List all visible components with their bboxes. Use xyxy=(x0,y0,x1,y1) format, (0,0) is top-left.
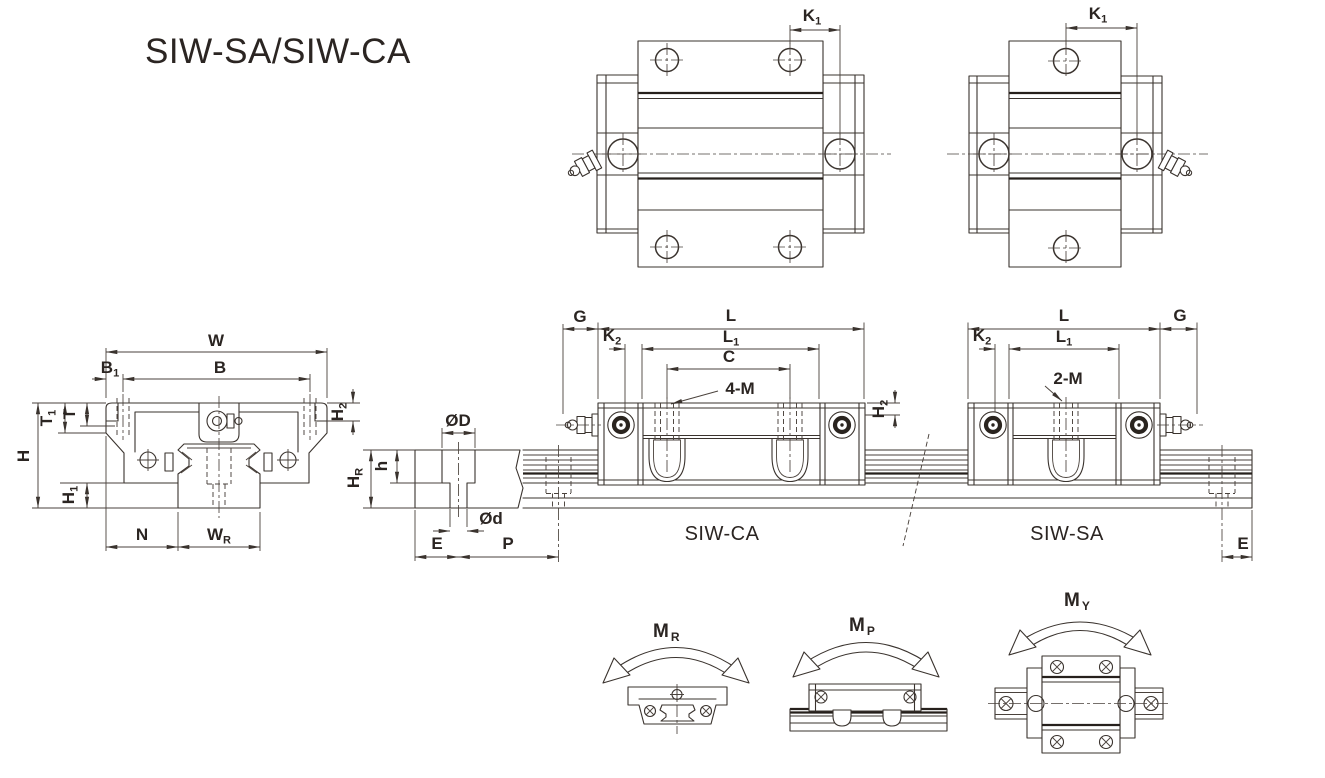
dim-label-wr: WR xyxy=(207,525,231,547)
dim-label-l1-ca: L1 xyxy=(723,327,740,349)
front-section-view: W B B1 T1 T H H1 xyxy=(14,331,360,551)
dim-label-hr: HR xyxy=(344,468,366,488)
dim-label-4m: 4-M xyxy=(725,379,754,398)
pitch-arrow-icon xyxy=(792,641,940,678)
caption-siw-ca: SIW-CA xyxy=(685,523,760,545)
siw-ca-dimensions: G L K2 L1 C 4-M H2 xyxy=(562,306,900,428)
front-dimensions: W B B1 T1 T H H1 xyxy=(14,331,360,551)
mini-top-view xyxy=(988,655,1170,754)
dim-label-k2-ca: K2 xyxy=(603,326,621,348)
siw-sa-top-view: K1 xyxy=(947,4,1208,268)
dim-label-h1: H1 xyxy=(59,486,81,504)
rail-hatched-section: ØD h HR Ød E P xyxy=(344,411,559,561)
k1-dimension-ca: K1 xyxy=(789,6,841,135)
dim-label-c: C xyxy=(723,347,735,366)
dim-label-h-counterbore: h xyxy=(372,461,391,471)
dim-label-e-left: E xyxy=(431,534,442,553)
siw-ca-side-view: G L K2 L1 C 4-M H2 SIW-CA xyxy=(556,306,900,545)
dim-label-h: H xyxy=(14,450,33,462)
dim-label-p: P xyxy=(502,534,513,553)
front-grease-nipple-icon xyxy=(206,410,243,432)
dim-label-n: N xyxy=(136,525,148,544)
dim-label-2m: 2-M xyxy=(1053,369,1082,388)
endcap-screw-icon xyxy=(607,411,856,439)
siw-ca-top-view: K1 xyxy=(567,6,891,268)
grease-nipple-icon xyxy=(1157,149,1193,177)
dim-label-k2-sa: K2 xyxy=(973,326,991,348)
dim-label-t: T xyxy=(60,408,79,419)
dim-label-l-ca: L xyxy=(726,306,736,325)
grease-nipple-icon xyxy=(567,149,603,177)
dim-label-l1-sa: L1 xyxy=(1056,327,1073,349)
ball-return-bore-icon xyxy=(137,449,299,471)
dim-label-b1: B1 xyxy=(101,358,119,380)
caption-siw-sa: SIW-SA xyxy=(1030,523,1104,545)
dim-label-w: W xyxy=(208,331,225,350)
dim-label-k1-ca: K1 xyxy=(803,6,821,28)
yaw-arrow-icon xyxy=(1008,621,1152,656)
dim-label-b: B xyxy=(214,358,226,377)
rail-profile xyxy=(177,396,261,518)
mounting-hole-icon xyxy=(1048,43,1084,266)
dim-label-h2-front: H2 xyxy=(328,403,350,421)
dim-label-od-small: Ød xyxy=(479,509,503,528)
mounting-hole-icon xyxy=(650,43,807,264)
rail-section-dimensions: ØD h HR Ød E P xyxy=(344,411,559,561)
endcap-screw-icon xyxy=(979,411,1153,439)
dim-label-g-ca: G xyxy=(573,307,586,326)
roll-arrow-icon xyxy=(602,646,750,684)
dim-label-l-sa: L xyxy=(1059,306,1069,325)
dim-label-k1-sa: K1 xyxy=(1089,4,1107,26)
mini-side-view xyxy=(789,683,948,732)
break-line xyxy=(902,433,930,547)
siw-sa-side-view: L G K2 L1 2-M E SIW-SA xyxy=(967,306,1253,561)
dim-label-e-right: E xyxy=(1237,534,1248,553)
page-title: SIW-SA/SIW-CA xyxy=(145,32,411,71)
mini-front-view xyxy=(627,684,728,734)
k1-dimension-sa: K1 xyxy=(1065,4,1138,136)
dim-label-t1: T1 xyxy=(37,410,59,427)
siw-sa-dimensions: L G K2 L1 2-M E xyxy=(967,306,1253,561)
dim-label-od: ØD xyxy=(445,411,471,430)
dim-label-h2-ca: H2 xyxy=(869,400,891,418)
dim-label-g-sa: G xyxy=(1173,306,1186,325)
